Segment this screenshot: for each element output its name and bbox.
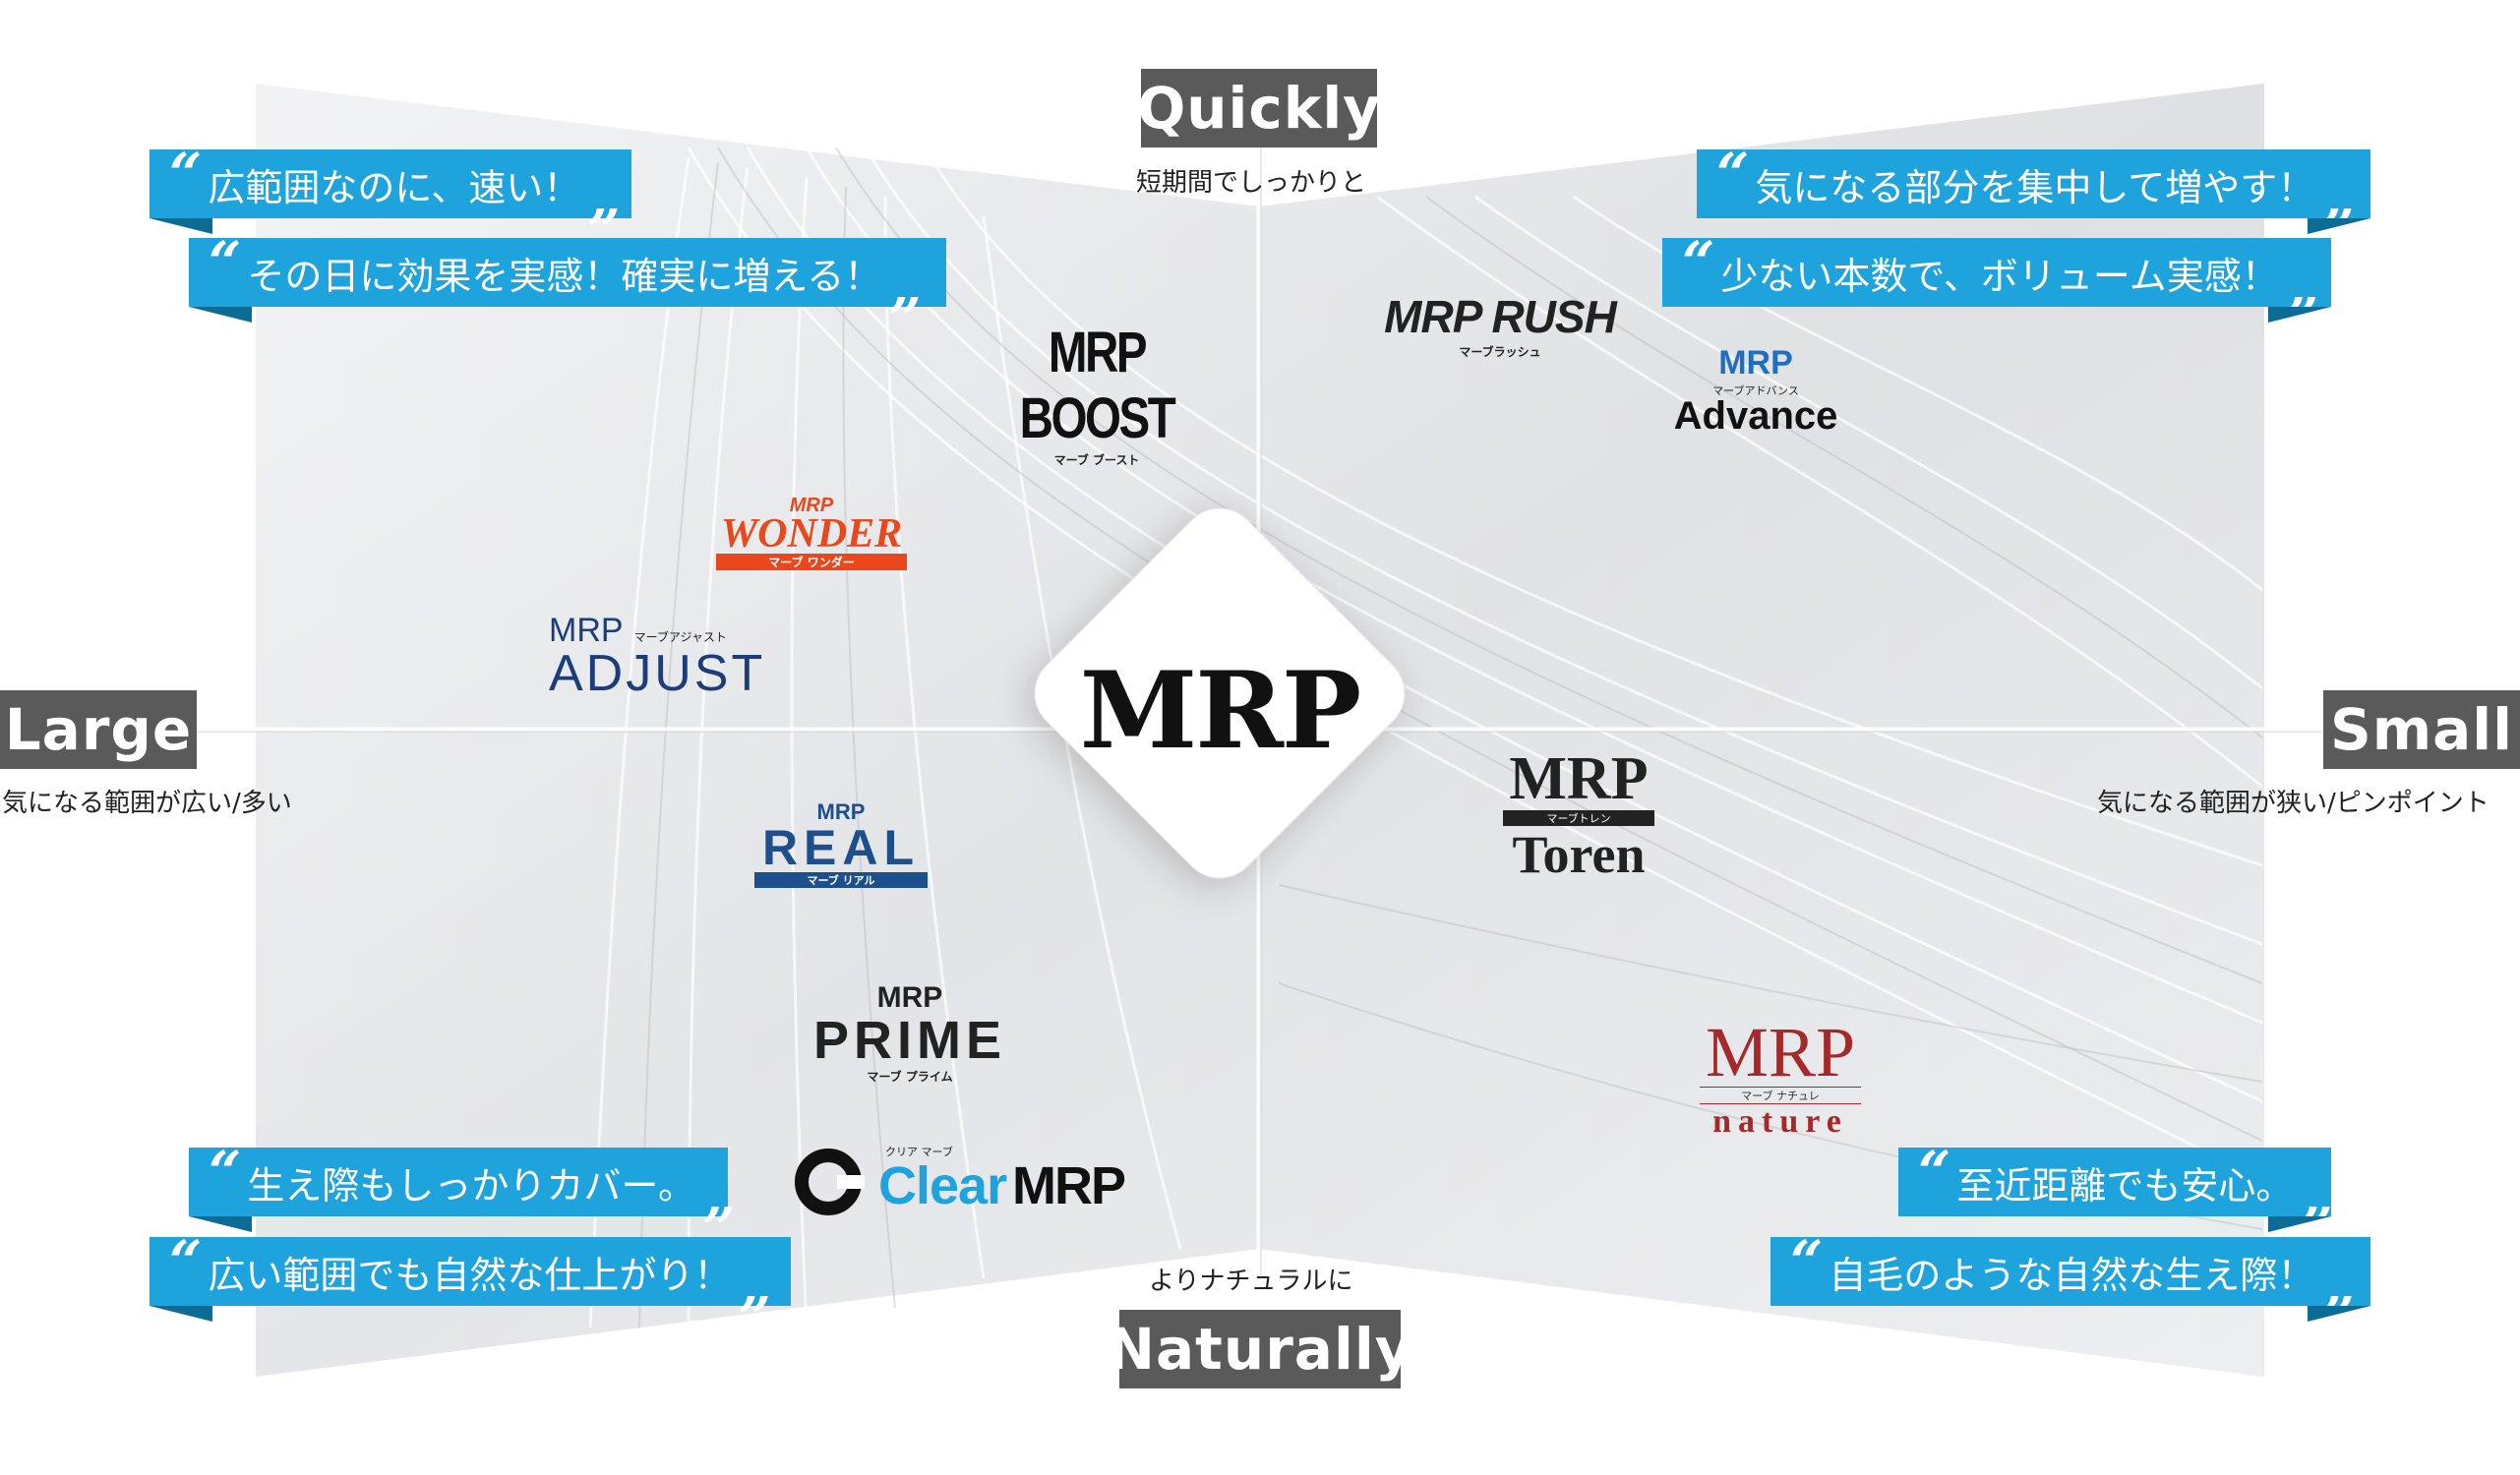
logo-name: MRP BOOST <box>1019 321 1176 450</box>
logo-name: ADJUST <box>549 645 766 702</box>
logo-top: MRP <box>549 612 624 649</box>
quote-close-icon: „ <box>703 1162 737 1229</box>
logo-mrp-adjust: MRP マーブアジャスト ADJUST <box>549 612 766 703</box>
quote-banner: “ 少ない本数で、ボリューム実感！ „ <box>1662 234 2331 315</box>
quote-banner: “ 生え際もしっかりカバー。 „ <box>189 1144 736 1224</box>
logo-sub: マーブアジャスト <box>633 630 727 644</box>
center-label: MRP <box>1079 649 1362 773</box>
axis-bottom-label: Naturally <box>1108 1310 1412 1388</box>
quote-text: 少ない本数で、ボリューム実感！ <box>1720 254 2279 298</box>
logo-name: Clear <box>878 1156 1007 1215</box>
quote-close-icon: „ <box>889 253 923 320</box>
quote-banner: “ 広い範囲でも自然な仕上がり！ „ <box>150 1233 791 1314</box>
banner-fold <box>2308 218 2370 234</box>
banner-fold <box>189 307 252 323</box>
banner-fold <box>150 1306 212 1322</box>
quote-open-icon: “ <box>209 229 242 296</box>
banner-fold <box>2308 1306 2370 1322</box>
logo-name: PRIME <box>812 1011 1007 1070</box>
quote-banner: “ 広範囲なのに、速い！ „ <box>150 141 631 226</box>
logo-top: MRP <box>789 495 834 516</box>
quote-open-icon: “ <box>1918 1139 1951 1206</box>
logo-sub: クリア マーブ <box>885 1146 953 1158</box>
logo-name: REAL <box>761 820 921 875</box>
logo-sub: マーブトレン <box>1503 810 1654 826</box>
logo-name: Toren <box>1512 825 1646 884</box>
quote-close-icon: „ <box>588 164 622 231</box>
quote-close-icon: „ <box>2286 253 2320 320</box>
quote-text: 至近距離でも安心。 <box>1956 1163 2294 1208</box>
quote-text: その日に効果を実感！確実に増える！ <box>247 254 882 298</box>
logo-sub: マーブ リアル <box>754 872 928 888</box>
logo-mrp-toren: MRP マーブトレン Toren <box>1485 745 1672 884</box>
logo-mrp-real: MRP REAL マーブ リアル <box>743 801 939 888</box>
axis-right-label: Small <box>2323 690 2520 769</box>
logo-top: MRP <box>1705 1013 1856 1092</box>
quote-banner: “ 至近距離でも安心。 „ <box>1898 1144 2334 1224</box>
logo-mrp-rush: MRP RUSH マーブラッシュ <box>1357 290 1643 360</box>
quote-open-icon: “ <box>1716 141 1750 207</box>
quote-text: 広い範囲でも自然な仕上がり！ <box>208 1253 732 1297</box>
logo-mrp-nature: MRP マーブ ナチュレ nature <box>1682 1013 1879 1140</box>
logo-sub: マーブ ワンダー <box>716 554 907 570</box>
quote-open-icon: “ <box>169 1228 203 1295</box>
logo-name-2: MRP <box>1012 1156 1126 1215</box>
logo-name: Advance <box>1673 394 1838 438</box>
logo-top: MRP <box>816 799 866 824</box>
quote-open-icon: “ <box>209 1139 242 1206</box>
logo-top: MRP <box>1718 344 1793 382</box>
quote-close-icon: „ <box>2322 164 2356 231</box>
quote-text: 自毛のような自然な生え際！ <box>1829 1253 2315 1297</box>
quote-banner: “ 気になる部分を集中して増やす！ „ <box>1697 141 2370 226</box>
quote-banner: “ 自毛のような自然な生え際！ „ <box>1770 1233 2370 1314</box>
quote-close-icon: „ <box>2301 1162 2334 1229</box>
quote-text: 広範囲なのに、速い！ <box>208 165 581 209</box>
logo-sub: マーブラッシュ <box>1459 345 1541 359</box>
axis-left-label: Large <box>0 690 197 769</box>
logo-mrp-wonder: MRP WONDER マーブ ワンダー <box>708 495 915 570</box>
logo-mrp-boost: MRP BOOST マーブ ブースト <box>969 320 1225 468</box>
axis-right-sub: 気になる範囲が狭い/ピンポイント <box>2097 789 2490 818</box>
quote-banner: “ その日に効果を実感！確実に増える！ „ <box>189 234 946 315</box>
quote-open-icon: “ <box>169 141 203 207</box>
axis-bottom-sub: よりナチュラルに <box>1149 1267 1353 1296</box>
logo-mrp-prime: MRP PRIME マーブ プライム <box>797 983 1023 1085</box>
quote-text: 気になる部分を集中して増やす！ <box>1755 165 2315 209</box>
logo-sub: マーブ ブースト <box>1053 453 1140 467</box>
logo-top: MRP <box>876 981 943 1014</box>
axis-top-label: Quickly <box>1137 69 1380 148</box>
banner-fold <box>2268 1216 2331 1232</box>
banner-fold <box>189 1216 252 1232</box>
quote-open-icon: “ <box>1790 1228 1824 1295</box>
quote-open-icon: “ <box>1682 229 1715 296</box>
logo-sub: マーブアドバンス <box>1712 384 1799 397</box>
quote-text: 生え際もしっかりカバー。 <box>247 1163 695 1208</box>
logo-name: WONDER <box>720 511 903 557</box>
axis-left-sub: 気になる範囲が広い/多い <box>2 789 292 818</box>
banner-fold <box>150 218 212 234</box>
logo-name: nature <box>1712 1103 1848 1140</box>
clear-ring-icon <box>795 1149 865 1215</box>
axis-top-sub: 短期間でしっかりと <box>1136 168 1367 198</box>
logo-sub: マーブ ナチュレ <box>1700 1087 1861 1104</box>
quote-close-icon: „ <box>739 1252 772 1319</box>
banner-fold <box>2268 307 2331 323</box>
logo-top: MRP <box>1509 745 1649 812</box>
logo-mrp-advance: MRP マーブアドバンス Advance <box>1638 344 1874 439</box>
logo-sub: マーブ プライム <box>867 1070 953 1084</box>
quote-close-icon: „ <box>2322 1252 2356 1319</box>
logo-name: MRP RUSH <box>1384 291 1617 342</box>
